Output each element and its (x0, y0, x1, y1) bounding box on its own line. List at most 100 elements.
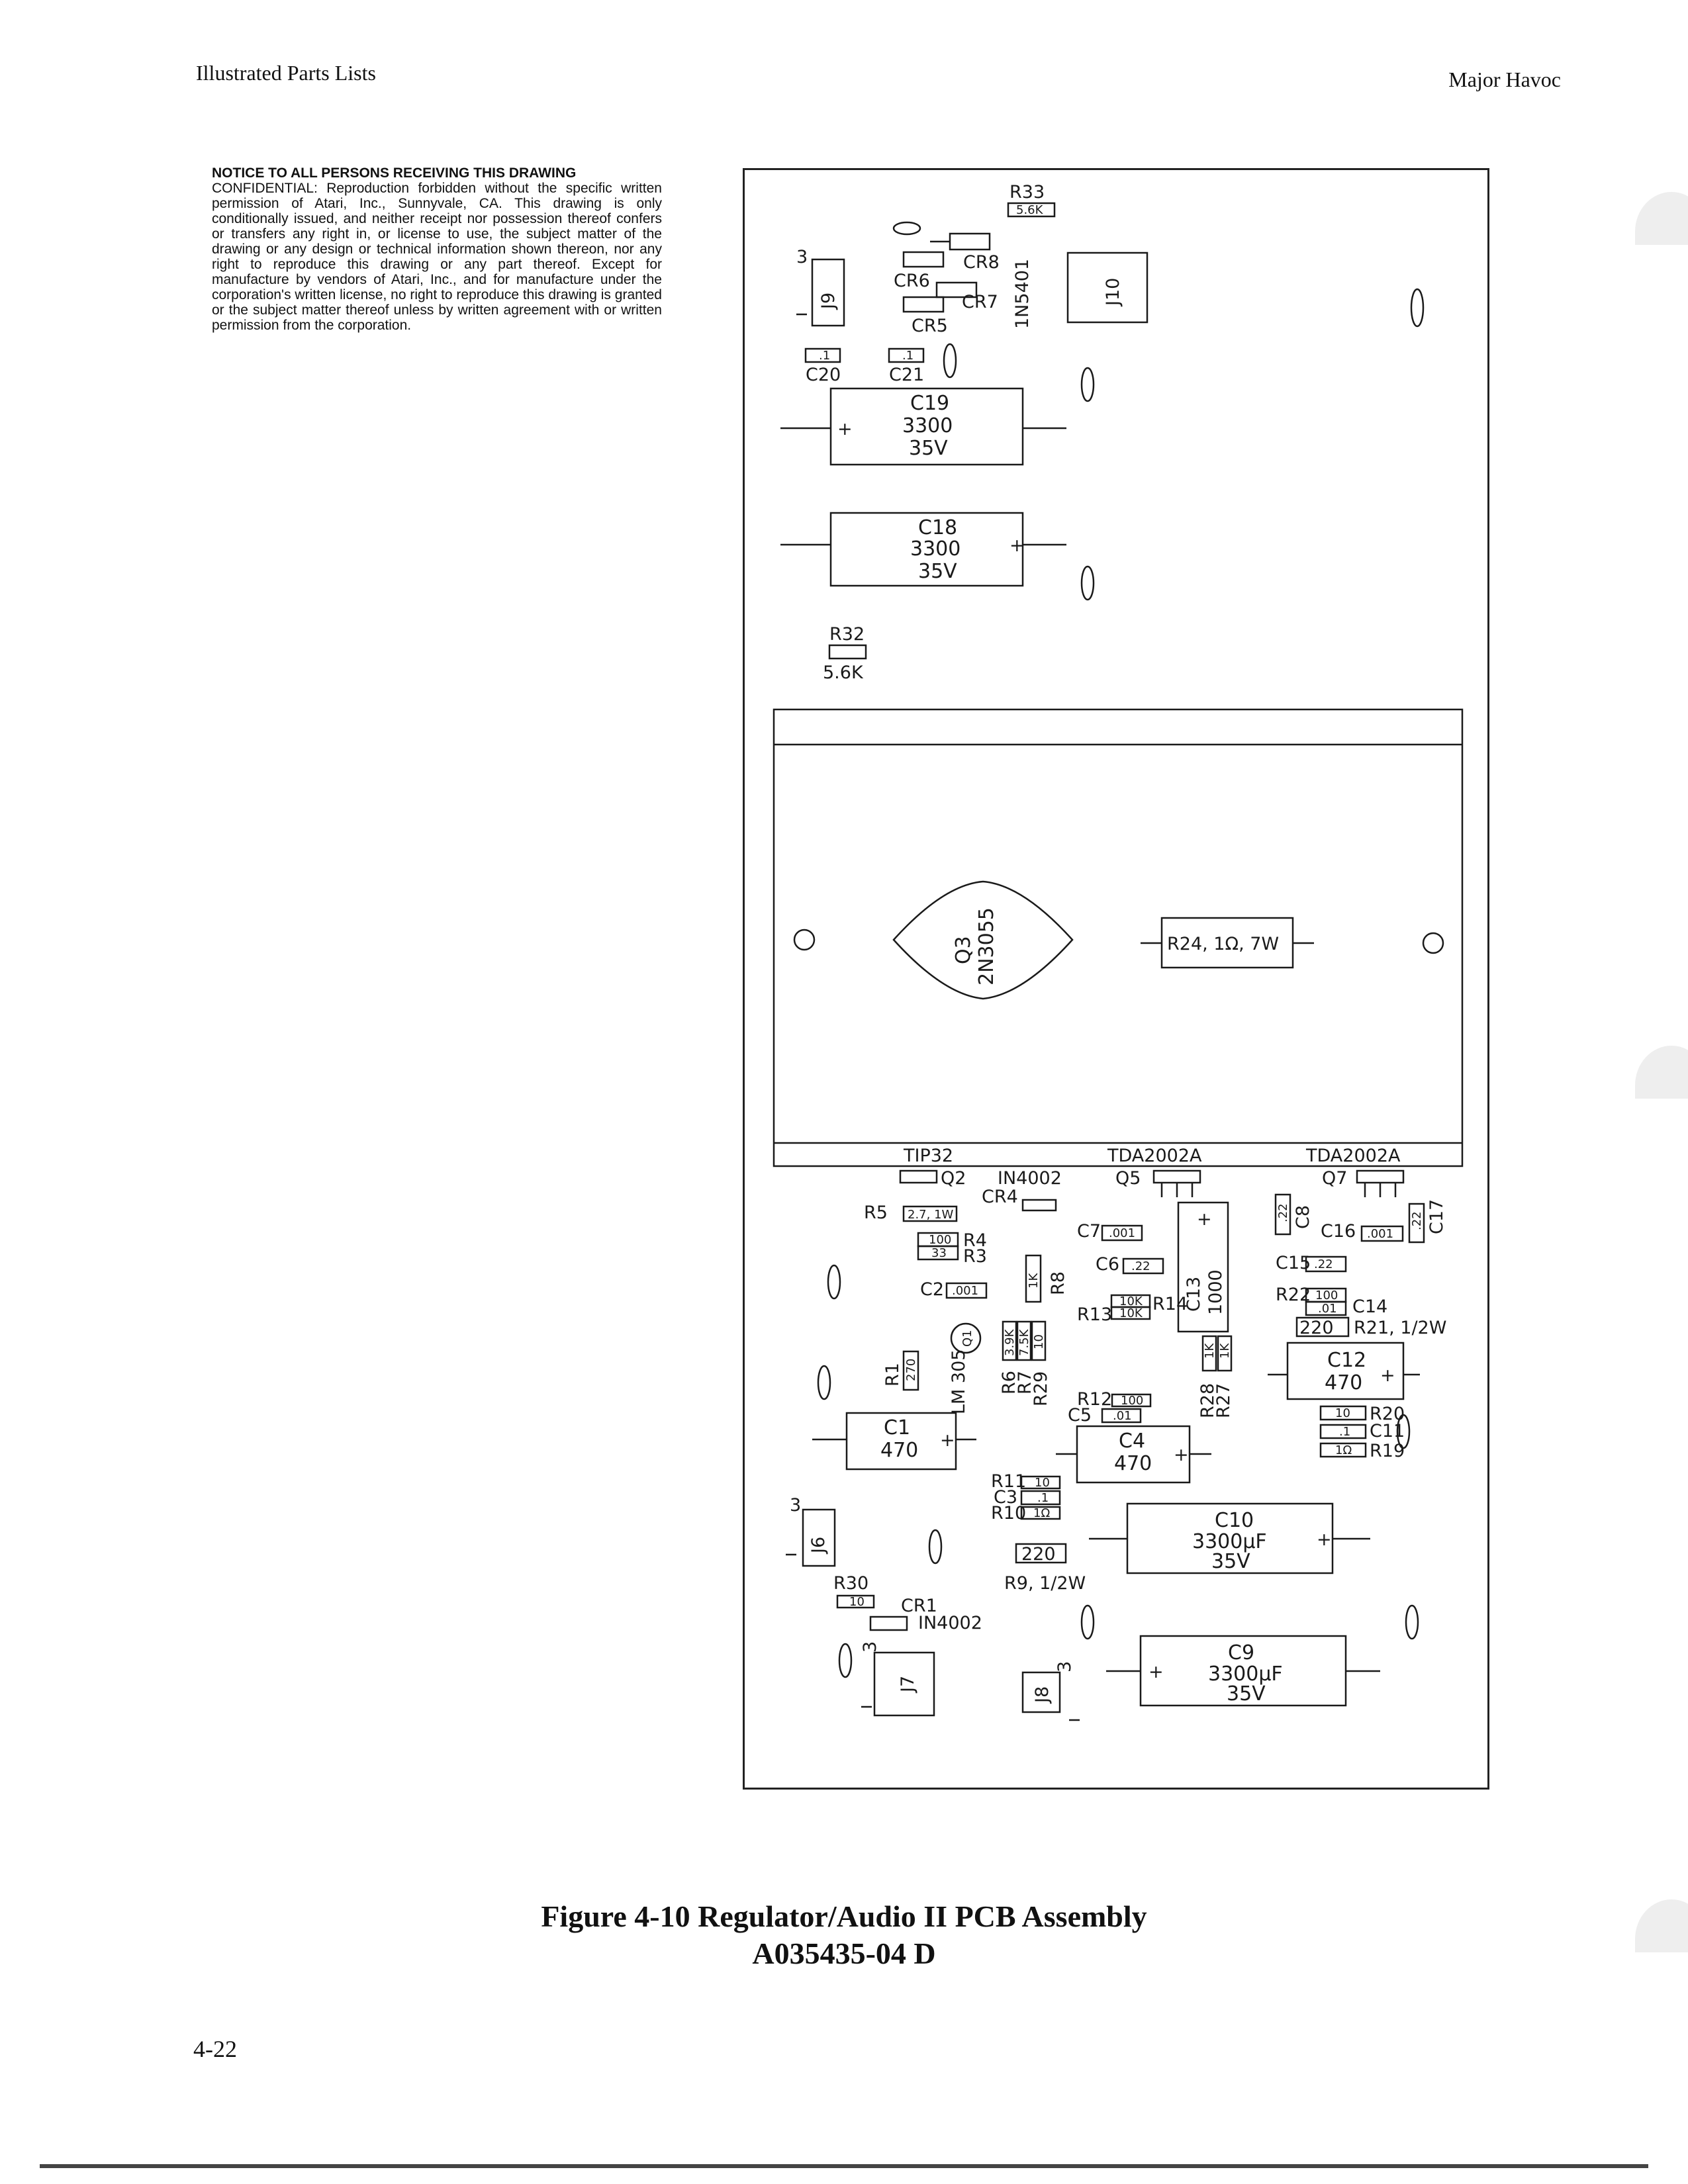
j8-pin3: 3 (1055, 1661, 1075, 1672)
c18-voltage: 35V (918, 560, 957, 583)
r3-label: R3 (963, 1246, 987, 1267)
c13-body (1177, 1201, 1229, 1333)
r6-value: 3.9K (1003, 1328, 1017, 1356)
r11-value: 10 (1035, 1476, 1050, 1490)
q1-transistor (950, 1322, 982, 1354)
j9-pin3: 3 (796, 247, 808, 267)
c9-label: C9 (1228, 1641, 1254, 1664)
running-header-right: Major Havoc (1448, 68, 1561, 91)
r8-label: R8 (1048, 1271, 1068, 1295)
confidentiality-notice: NOTICE TO ALL PERSONS RECEIVING THIS DRA… (212, 165, 662, 333)
j7-label: J7 (898, 1676, 918, 1694)
r10-value: 1Ω (1033, 1506, 1050, 1520)
c11-label: C11 (1370, 1421, 1405, 1441)
c13-label: C13 (1184, 1277, 1204, 1312)
r4-label: R4 (963, 1230, 987, 1251)
binder-hole (1635, 192, 1688, 245)
j10-label: J10 (1103, 278, 1123, 307)
r10-label: R10 (991, 1503, 1026, 1524)
figure-caption-part-number: A035435-04 D (752, 1936, 936, 1970)
r1-label: R1 (882, 1363, 903, 1387)
cr6-body (902, 251, 945, 268)
r21-body (1295, 1316, 1350, 1338)
q2-label: Q2 (941, 1168, 966, 1189)
c5-label: C5 (1068, 1405, 1092, 1426)
r30-value: 10 (849, 1595, 865, 1609)
c10-label: C10 (1215, 1509, 1254, 1532)
cr7-label: CR7 (962, 292, 998, 312)
mount-oval (838, 1643, 853, 1678)
c19-body (829, 387, 1024, 466)
r19-label: R19 (1370, 1441, 1405, 1461)
tda2002a-label-1: TDA2002A (1107, 1146, 1202, 1166)
cr8-label: CR8 (963, 252, 1000, 273)
r11-body (1020, 1475, 1061, 1490)
figure-caption-title: Figure 4-10 Regulator/Audio II PCB Assem… (541, 1899, 1147, 1933)
c20-label: C20 (806, 365, 841, 385)
c2-value: .001 (952, 1284, 978, 1298)
r5-label: R5 (864, 1203, 888, 1223)
c15-label: C15 (1276, 1253, 1311, 1273)
c11-body (1319, 1424, 1367, 1439)
j9-label: J9 (818, 293, 839, 310)
mount-oval (827, 1264, 841, 1300)
r27-value: 1K (1218, 1343, 1232, 1359)
r7-body (1016, 1320, 1032, 1361)
r6-body (1002, 1320, 1017, 1361)
r21-value: 220 (1299, 1318, 1334, 1338)
c7-body (1101, 1224, 1143, 1242)
r30-body (836, 1594, 875, 1609)
q3-label: Q3 (952, 936, 975, 964)
c13-value: 1000 (1205, 1269, 1226, 1315)
r33-body (1007, 202, 1056, 218)
c12-body (1286, 1342, 1405, 1400)
cr1-part: IN4002 (918, 1613, 982, 1633)
c3-value: .1 (1037, 1491, 1049, 1505)
cr8-body (949, 232, 991, 251)
r29-value: 10 (1032, 1334, 1046, 1349)
j8-connector (1021, 1671, 1061, 1713)
r9-value: 220 (1021, 1544, 1056, 1565)
j7-connector (873, 1651, 935, 1717)
c16-body (1360, 1225, 1404, 1242)
c4-plus: + (1174, 1445, 1189, 1465)
c17-value: .22 (1410, 1211, 1424, 1230)
c14-label: C14 (1352, 1297, 1387, 1317)
c4-label: C4 (1119, 1430, 1145, 1453)
r13-value: 10K (1119, 1295, 1143, 1308)
r27-body (1217, 1335, 1233, 1372)
mount-oval (1410, 288, 1425, 328)
c18-value: 3300 (910, 537, 961, 561)
r9-label: R9, 1/2W (1004, 1573, 1086, 1594)
j7-pin3: 3 (860, 1641, 880, 1653)
r32-label: R32 (829, 624, 865, 645)
r7-label: R7 (1015, 1371, 1035, 1394)
r13-label: R13 (1077, 1304, 1112, 1325)
c19-plus: + (837, 419, 853, 439)
c1-body (845, 1412, 957, 1471)
cr1-body (869, 1615, 908, 1631)
c17-body (1408, 1203, 1425, 1244)
r4-value: 100 (929, 1233, 951, 1247)
page-bottom-edge (40, 2164, 1648, 2168)
c7-label: C7 (1077, 1221, 1101, 1242)
j9-connector (811, 258, 845, 327)
c2-body (945, 1282, 988, 1299)
c17-label: C17 (1427, 1199, 1447, 1234)
cr4-label: CR4 (982, 1187, 1018, 1207)
c11-value: .1 (1339, 1425, 1350, 1439)
r21-label: R21, 1/2W (1354, 1318, 1446, 1338)
c6-value: .22 (1131, 1259, 1150, 1273)
r20-body (1319, 1405, 1367, 1421)
c16-value: .001 (1367, 1227, 1393, 1241)
cr5-body (902, 296, 945, 313)
c21-value: .1 (902, 349, 914, 363)
r19-value: 1Ω (1335, 1443, 1352, 1457)
cr5-label: CR5 (912, 316, 948, 336)
c1-plus: + (940, 1430, 955, 1451)
c5-value: .01 (1113, 1409, 1132, 1423)
j6-pin3: 3 (790, 1495, 801, 1516)
c8-body (1274, 1193, 1291, 1236)
r12-value: 100 (1121, 1394, 1143, 1408)
c13-plus: + (1197, 1209, 1212, 1230)
